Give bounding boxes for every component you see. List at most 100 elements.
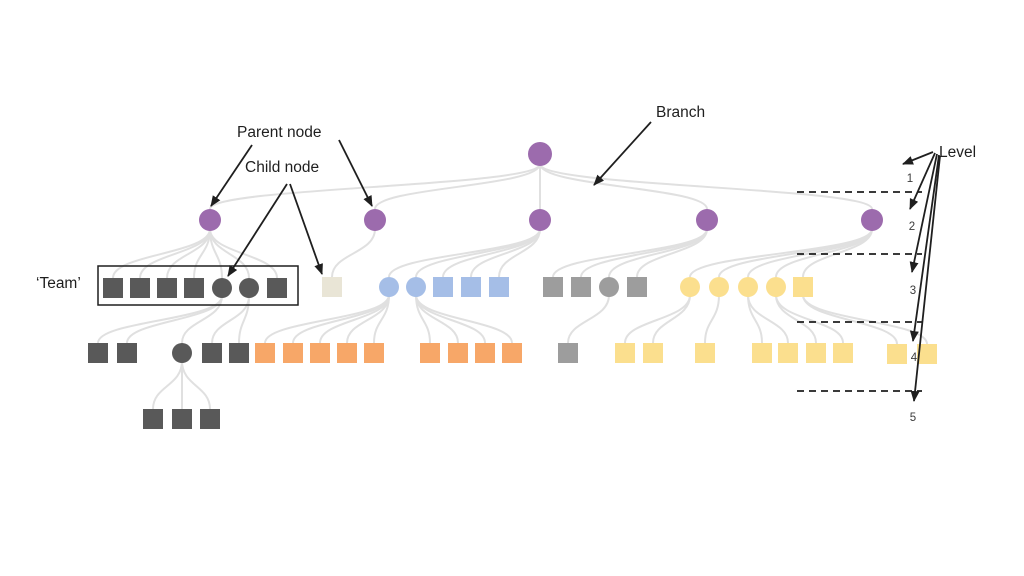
purple-circle-node xyxy=(861,209,883,231)
branch-edge xyxy=(552,228,708,278)
branch-edge xyxy=(608,228,708,278)
branch-edge xyxy=(292,294,390,344)
orange-square-node xyxy=(502,343,522,363)
dark-gray-square-node xyxy=(157,278,177,298)
beige-square-node xyxy=(322,277,342,297)
parent-node-arrow-right xyxy=(338,139,373,207)
orange-square-node xyxy=(475,343,495,363)
dark-gray-circle-node xyxy=(239,278,259,298)
dark-gray-square-node xyxy=(103,278,123,298)
branch-edge xyxy=(498,228,541,278)
dark-gray-square-node xyxy=(184,278,204,298)
child-node-label: Child node xyxy=(245,159,320,176)
yellow-circle-node xyxy=(680,277,700,297)
dark-gray-circle-node xyxy=(172,343,192,363)
blue-circle-node xyxy=(406,277,426,297)
orange-square-node xyxy=(420,343,440,363)
annotation-arrows xyxy=(210,121,941,402)
branch-edge xyxy=(775,294,844,344)
branch-edge xyxy=(209,228,278,279)
branch-edge xyxy=(331,228,376,278)
tree-nodes xyxy=(88,142,937,429)
level-number-1: 1 xyxy=(906,173,914,185)
child-node-arrow-right xyxy=(289,183,323,275)
purple-circle-node xyxy=(199,209,221,231)
branch-edge xyxy=(97,295,223,344)
branch-arrow xyxy=(593,121,652,186)
branch-edge xyxy=(209,163,541,210)
branch-label: Branch xyxy=(656,104,706,121)
orange-square-node xyxy=(337,343,357,363)
branch-edge xyxy=(373,294,390,344)
parent-node-label: Parent node xyxy=(237,124,322,141)
branch-edge xyxy=(747,228,873,278)
dark-gray-square-node xyxy=(117,343,137,363)
branch-edge xyxy=(238,295,250,344)
branch-edge xyxy=(580,228,708,278)
branch-edge xyxy=(624,294,691,344)
team-box xyxy=(97,265,299,306)
mid-gray-square-node xyxy=(558,343,578,363)
mid-gray-circle-node xyxy=(599,277,619,297)
yellow-square-node xyxy=(752,343,772,363)
branch-edge xyxy=(112,228,211,279)
blue-square-node xyxy=(489,277,509,297)
yellow-square-node xyxy=(806,343,826,363)
yellow-square-node xyxy=(778,343,798,363)
parent-node-arrow-left xyxy=(210,144,253,207)
branch-edge xyxy=(539,163,873,210)
blue-square-node xyxy=(433,277,453,297)
branch-edge xyxy=(415,294,486,344)
yellow-square-node xyxy=(615,343,635,363)
yellow-circle-node xyxy=(709,277,729,297)
level-arrow-3 xyxy=(909,153,938,273)
mid-gray-square-node xyxy=(571,277,591,297)
level-number-5: 5 xyxy=(909,412,917,424)
branch-edge xyxy=(152,360,183,410)
level-arrow-1 xyxy=(902,151,934,165)
orange-square-node xyxy=(310,343,330,363)
branch-edge xyxy=(747,294,789,344)
branch-edge xyxy=(802,294,928,345)
branch-edge xyxy=(415,294,513,344)
yellow-square-node xyxy=(695,343,715,363)
orange-square-node xyxy=(255,343,275,363)
dark-gray-square-node xyxy=(130,278,150,298)
level-number-2: 2 xyxy=(908,221,916,233)
dark-gray-square-node xyxy=(202,343,222,363)
level-number-3: 3 xyxy=(909,285,917,297)
level-arrow-2 xyxy=(909,152,936,210)
branch-edge xyxy=(636,228,708,278)
level-number-4: 4 xyxy=(910,352,918,364)
dark-gray-square-node xyxy=(229,343,249,363)
team-box-layer xyxy=(97,265,299,306)
yellow-square-node xyxy=(833,343,853,363)
purple-circle-node xyxy=(528,142,552,166)
orange-square-node xyxy=(283,343,303,363)
level-divider-lines xyxy=(797,191,922,392)
yellow-circle-node xyxy=(738,277,758,297)
branch-edge xyxy=(388,228,541,278)
dark-gray-square-node xyxy=(172,409,192,429)
branch-edge xyxy=(802,294,898,345)
dark-gray-square-node xyxy=(267,278,287,298)
branch-edge xyxy=(126,295,223,344)
branch-edge xyxy=(704,294,720,344)
blue-square-node xyxy=(461,277,481,297)
level-arrow-4 xyxy=(909,154,940,342)
level-label: Level xyxy=(939,144,977,161)
branch-edge xyxy=(442,228,541,278)
yellow-square-node xyxy=(887,344,907,364)
branch-edge xyxy=(652,294,691,344)
purple-circle-node xyxy=(696,209,718,231)
branch-edge xyxy=(374,163,541,210)
level-arrow-5 xyxy=(910,155,941,402)
branch-edge xyxy=(181,295,223,344)
branch-edge xyxy=(139,228,211,279)
mid-gray-square-node xyxy=(627,277,647,297)
blue-circle-node xyxy=(379,277,399,297)
mid-gray-square-node xyxy=(543,277,563,297)
branch-edge xyxy=(181,360,211,410)
